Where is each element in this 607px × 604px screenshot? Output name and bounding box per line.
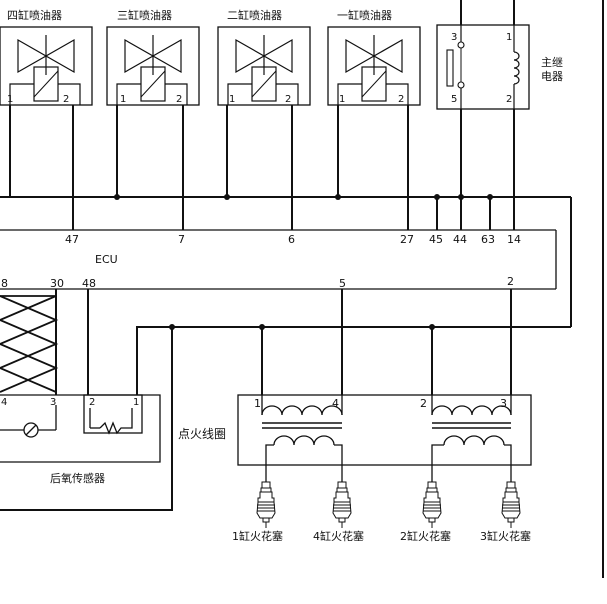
relay-pin-2: 2: [506, 94, 512, 105]
ecu-pin-30: 30: [50, 277, 64, 290]
ecu-pin-44: 44: [453, 233, 467, 246]
spark-plug-1: [256, 481, 276, 529]
spark-plug-2-label: 2缸火花塞: [400, 529, 451, 543]
bottom-junction-dots: [169, 324, 435, 330]
ecu-pin-63: 63: [481, 233, 495, 246]
ecu-box: [0, 229, 557, 290]
coil-pin-4: 4: [332, 397, 339, 410]
ecu-pin-14: 14: [507, 233, 521, 246]
junction-dots: [114, 194, 493, 200]
injector-1-title: 一缸喷油器: [337, 8, 392, 22]
ecu-pin-8: 8: [1, 277, 8, 290]
relay-pin-1: 1: [506, 32, 512, 43]
o2-pin-4: 4: [1, 397, 7, 408]
bottom-wires: [0, 289, 571, 511]
relay-label-1: 主继: [541, 56, 563, 69]
ecu-pin-5: 5: [339, 277, 346, 290]
ecu-pin-6: 6: [288, 233, 295, 246]
injector-1-pin-1: 1: [339, 94, 345, 105]
relay-pin-5: 5: [451, 94, 457, 105]
relay-label-2: 电器: [541, 70, 563, 83]
o2-pin-3: 3: [50, 397, 56, 408]
coil-pin-2: 2: [420, 397, 427, 410]
spark-plug-3: [501, 481, 521, 529]
injector-2-pin-2: 2: [285, 94, 291, 105]
spark-plug-4: [332, 481, 352, 529]
ignition-coil-box: [237, 394, 532, 482]
spark-plug-4-label: 4缸火花塞: [313, 529, 364, 543]
injector-4: [0, 26, 93, 106]
ecu-label: ECU: [95, 253, 118, 266]
ecu-pin-2: 2: [507, 275, 514, 288]
injector-3-pin-1: 1: [120, 94, 126, 105]
o2-pin-1: 1: [133, 397, 139, 408]
ecu-pin-7: 7: [178, 233, 185, 246]
injector-4-pin-2: 2: [63, 94, 69, 105]
o2-sensor-label: 后氧传感器: [50, 471, 105, 485]
injector-4-title: 四缸喷油器: [7, 8, 62, 22]
spark-plug-1-label: 1缸火花塞: [232, 529, 283, 543]
ecu-pin-48: 48: [82, 277, 96, 290]
coil-pin-3: 3: [500, 397, 507, 410]
injector-2-pin-1: 1: [229, 94, 235, 105]
o2-pin-2: 2: [89, 397, 95, 408]
heater-zigzag: [0, 295, 59, 393]
injector-2-title: 二缸喷油器: [227, 8, 282, 22]
top-wires: [0, 0, 604, 578]
injector-1-pin-2: 2: [398, 94, 404, 105]
spark-plug-2: [422, 481, 442, 529]
coil-pin-1: 1: [254, 397, 261, 410]
spark-plug-3-label: 3缸火花塞: [480, 529, 531, 543]
main-relay: [436, 24, 530, 110]
injector-3-pin-2: 2: [176, 94, 182, 105]
ecu-pin-27: 27: [400, 233, 414, 246]
o2-sensor-box: [0, 394, 161, 463]
ignition-coil-label: 点火线圈: [178, 427, 226, 441]
ecu-pin-47: 47: [65, 233, 79, 246]
ecu-pin-45: 45: [429, 233, 443, 246]
injector-3-title: 三缸喷油器: [117, 8, 172, 22]
injector-4-pin-1: 1: [7, 94, 13, 105]
relay-pin-3: 3: [451, 32, 457, 43]
